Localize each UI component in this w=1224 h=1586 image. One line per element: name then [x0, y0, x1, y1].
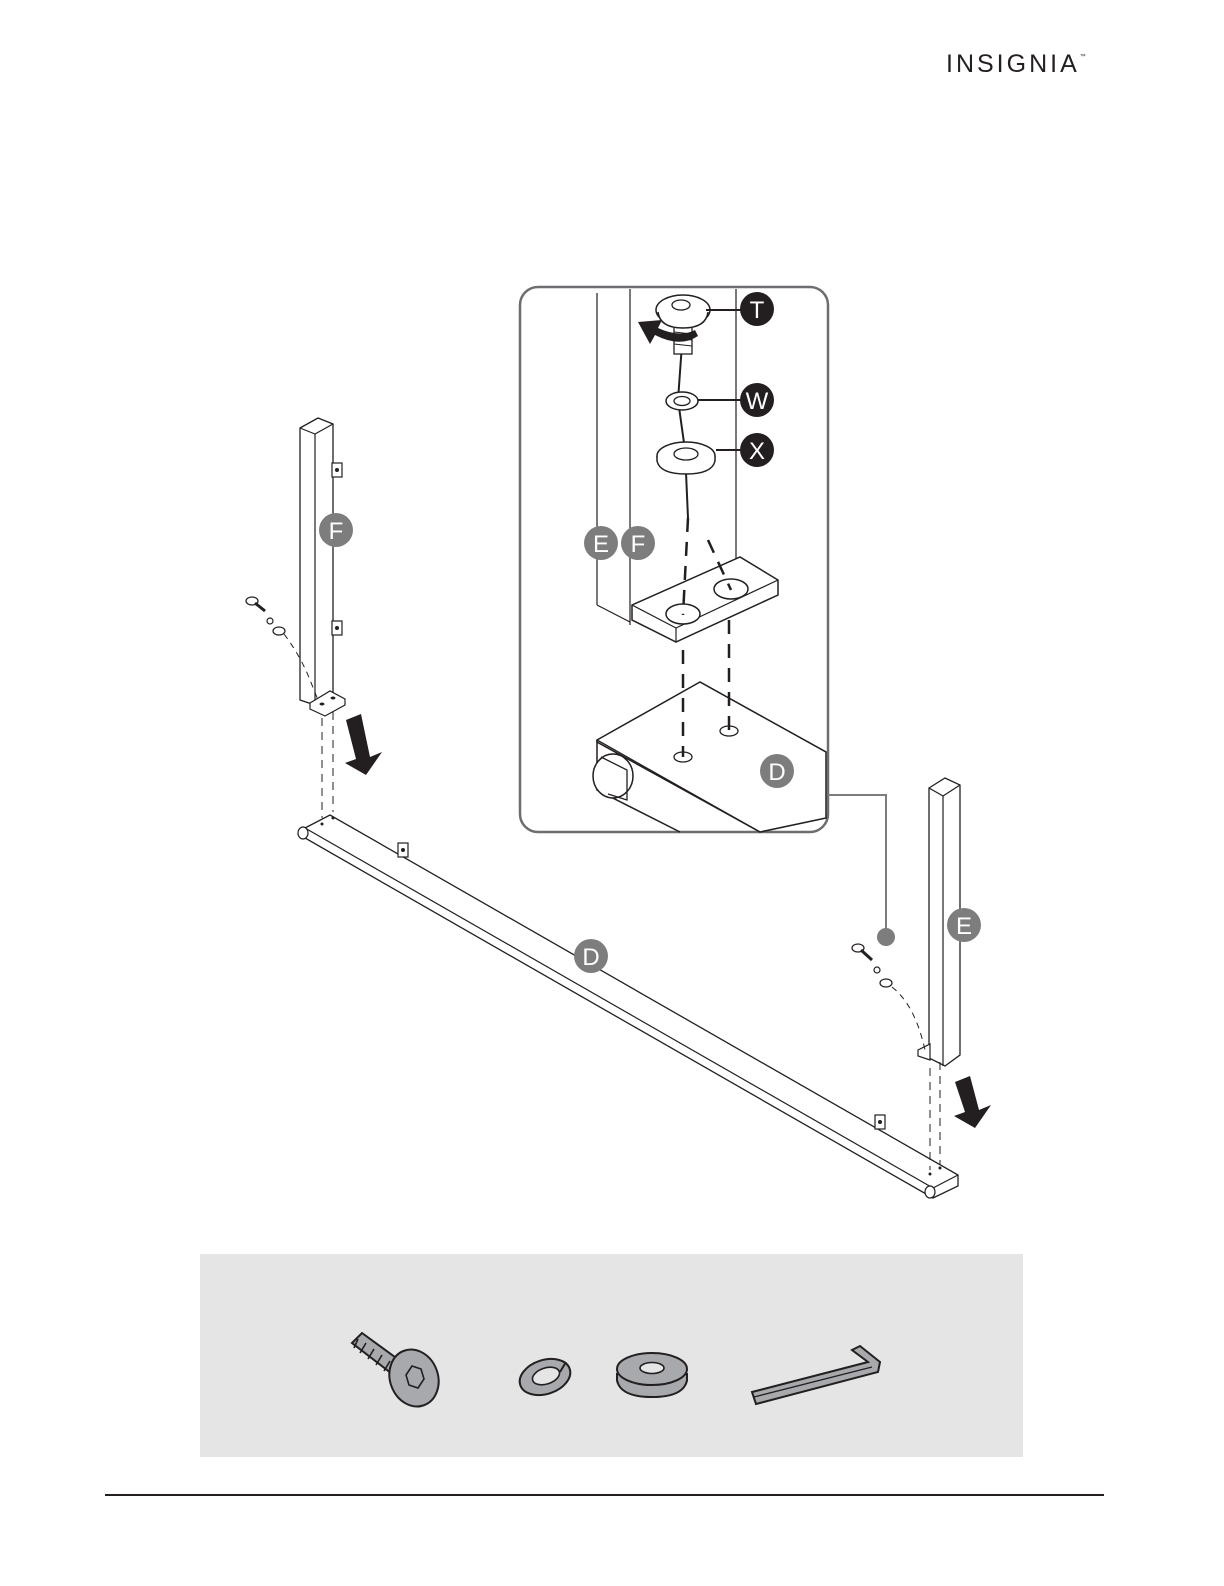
lock-washer-w-icon	[666, 392, 698, 410]
svg-text:T: T	[750, 297, 765, 324]
svg-text:X: X	[749, 438, 765, 465]
detail-leader-line	[828, 795, 886, 935]
callout-f-detail: F	[621, 526, 655, 560]
down-arrow-right-icon	[954, 1076, 991, 1128]
svg-text:D: D	[768, 759, 785, 786]
detail-pointer-dot	[877, 928, 895, 946]
callout-e-detail: E	[584, 526, 618, 560]
callout-w: W	[740, 383, 774, 417]
svg-text:F: F	[329, 518, 344, 545]
callout-f-post: F	[319, 513, 353, 547]
flat-washer-x-icon	[657, 442, 715, 474]
hardware-panel	[200, 1254, 1023, 1457]
svg-text:D: D	[582, 944, 599, 971]
small-bolt-e-icon	[852, 944, 892, 987]
callout-x: X	[740, 433, 774, 467]
callout-t: T	[740, 292, 774, 326]
svg-text:F: F	[631, 531, 646, 558]
bar-d: D	[298, 815, 958, 1198]
detail-inset: T W X E F D	[520, 287, 828, 832]
post-f: F	[246, 418, 353, 716]
small-bolt-icon	[246, 597, 285, 635]
svg-text:W: W	[746, 388, 769, 415]
post-e: E	[852, 778, 981, 1066]
callout-e-post: E	[947, 908, 981, 942]
flat-washer-icon	[617, 1353, 687, 1397]
callout-d-bar: D	[574, 939, 608, 973]
svg-text:E: E	[593, 531, 609, 558]
down-arrow-left-icon	[345, 714, 382, 775]
svg-text:E: E	[956, 913, 972, 940]
footer-rule	[105, 1494, 1104, 1496]
callout-d-detail: D	[760, 754, 794, 788]
